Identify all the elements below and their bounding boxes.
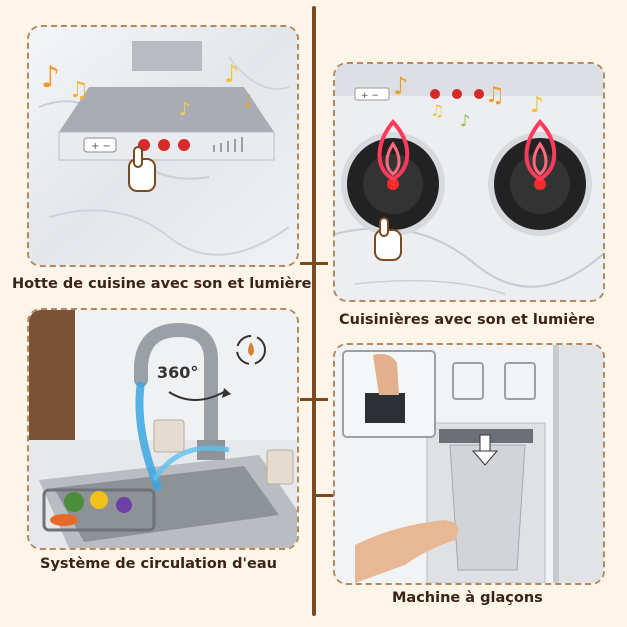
ice-panel xyxy=(333,343,605,585)
flame-icon xyxy=(377,118,410,182)
center-timeline xyxy=(312,6,316,616)
hood-body xyxy=(59,87,274,132)
down-arrow-icon xyxy=(471,434,499,466)
svg-text:♪: ♪ xyxy=(41,60,60,95)
water-recycle-icon xyxy=(236,335,266,365)
music-note-icon: ♪ ♫ ♪ ♩ ♪ xyxy=(41,60,253,120)
hood-chimney xyxy=(132,41,202,71)
hood-panel: + − ♪ ♫ ♪ ♩ ♪ xyxy=(27,25,299,267)
sink-panel: 360° xyxy=(27,308,299,550)
cup-icon xyxy=(452,362,536,400)
timeline-connector-hood xyxy=(300,262,328,265)
ice-caption: Machine à glaçons xyxy=(392,590,543,606)
sink-illustration: 360° xyxy=(29,310,297,548)
hood-button-3[interactable] xyxy=(178,139,190,151)
hood-caption: Hotte de cuisine avec son et lumière xyxy=(12,276,312,292)
rotation-label: 360° xyxy=(157,363,198,382)
hand-pointer-icon xyxy=(128,146,156,192)
cup-icon xyxy=(153,419,185,453)
hand-pointer-icon xyxy=(374,217,402,261)
sink-caption: Système de circulation d'eau xyxy=(40,556,277,572)
flame-icon xyxy=(524,118,557,182)
music-note-icon: ♪ ♫ ♪ ♫ ♪ xyxy=(393,72,544,130)
svg-text:♪: ♪ xyxy=(393,72,408,100)
timeline-connector-ice xyxy=(312,494,334,497)
ice-illustration xyxy=(335,345,603,583)
hood-illustration: + − ♪ ♫ ♪ ♩ ♪ xyxy=(29,27,297,265)
svg-text:♫: ♫ xyxy=(485,83,505,108)
svg-text:♪: ♪ xyxy=(179,99,191,120)
svg-text:♫: ♫ xyxy=(430,101,444,120)
burners-panel: + − ♪ ♫ ♪ ♫ ♪ xyxy=(333,62,605,302)
left-burner[interactable] xyxy=(341,132,445,236)
svg-text:+ −: + − xyxy=(361,91,379,101)
hood-button-2[interactable] xyxy=(158,139,170,151)
svg-text:♪: ♪ xyxy=(224,60,239,88)
svg-text:♩: ♩ xyxy=(244,91,253,112)
svg-text:+ −: + − xyxy=(91,141,111,152)
svg-text:♪: ♪ xyxy=(460,111,470,130)
burners-caption: Cuisinières avec son et lumière xyxy=(339,312,596,328)
timeline-connector-sink xyxy=(300,398,328,401)
svg-text:♫: ♫ xyxy=(69,78,89,103)
hand-holding-cup xyxy=(355,520,459,583)
burners-illustration: + − ♪ ♫ ♪ ♫ ♪ xyxy=(335,64,603,300)
right-burner[interactable] xyxy=(488,132,592,236)
rotate-arrow-icon xyxy=(168,388,231,401)
svg-text:♪: ♪ xyxy=(530,93,544,118)
